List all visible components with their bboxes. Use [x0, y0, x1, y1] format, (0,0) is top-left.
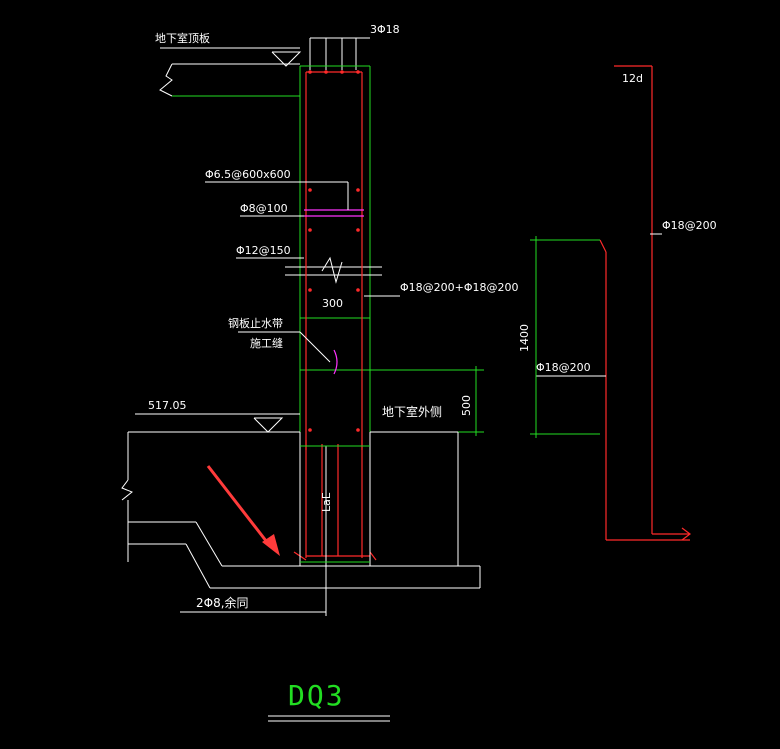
elevation-label: 517.05	[148, 399, 187, 412]
waterstop-label-1: 钢板止水带	[228, 316, 283, 330]
ground-level	[121, 413, 458, 562]
top-bars-leader	[309, 37, 370, 70]
dim-500	[380, 366, 484, 436]
roof-slab-label: 地下室顶板	[155, 31, 210, 45]
drawing-title: DQ3	[288, 679, 345, 712]
vertical-bars-label: Φ18@200+Φ18@200	[400, 281, 519, 294]
title-underline	[268, 715, 390, 722]
bar-detail-12d	[599, 65, 691, 541]
footing-outline	[128, 432, 481, 616]
dist-bar-label: Φ12@150	[236, 244, 291, 257]
horiz-bar-label: Φ8@100	[240, 202, 288, 215]
roof-slab	[159, 47, 302, 97]
wall-break-symbol	[285, 256, 382, 284]
bar-detail-left-label: Φ18@200	[536, 361, 591, 374]
dim-500-label: 500	[460, 395, 473, 416]
wall-rebar	[293, 71, 377, 561]
outer-side-label: 地下室外侧	[382, 404, 442, 419]
bar-detail-right-label: Φ18@200	[662, 219, 717, 232]
waterstop-label-2: 施工缝	[250, 336, 283, 350]
stirrup-tie-label: Φ6.5@600x600	[205, 168, 291, 181]
dim-1400	[530, 236, 600, 438]
top-bars-label: 3Φ18	[370, 23, 400, 36]
left-leaders	[205, 181, 349, 363]
bar-detail-12d-label: 12d	[622, 72, 643, 85]
footing-green-lines	[300, 445, 370, 563]
anchor-length-label: LaE	[320, 492, 333, 512]
bottom-note-label: 2Φ8,余同	[196, 595, 249, 610]
wall-thickness-label: 300	[322, 297, 343, 310]
stirrup-tie	[304, 209, 364, 375]
rebar-dots	[308, 70, 360, 432]
red-arrow-pointer	[206, 465, 280, 556]
wall-outline	[299, 65, 380, 432]
dim-1400-label: 1400	[518, 324, 531, 352]
